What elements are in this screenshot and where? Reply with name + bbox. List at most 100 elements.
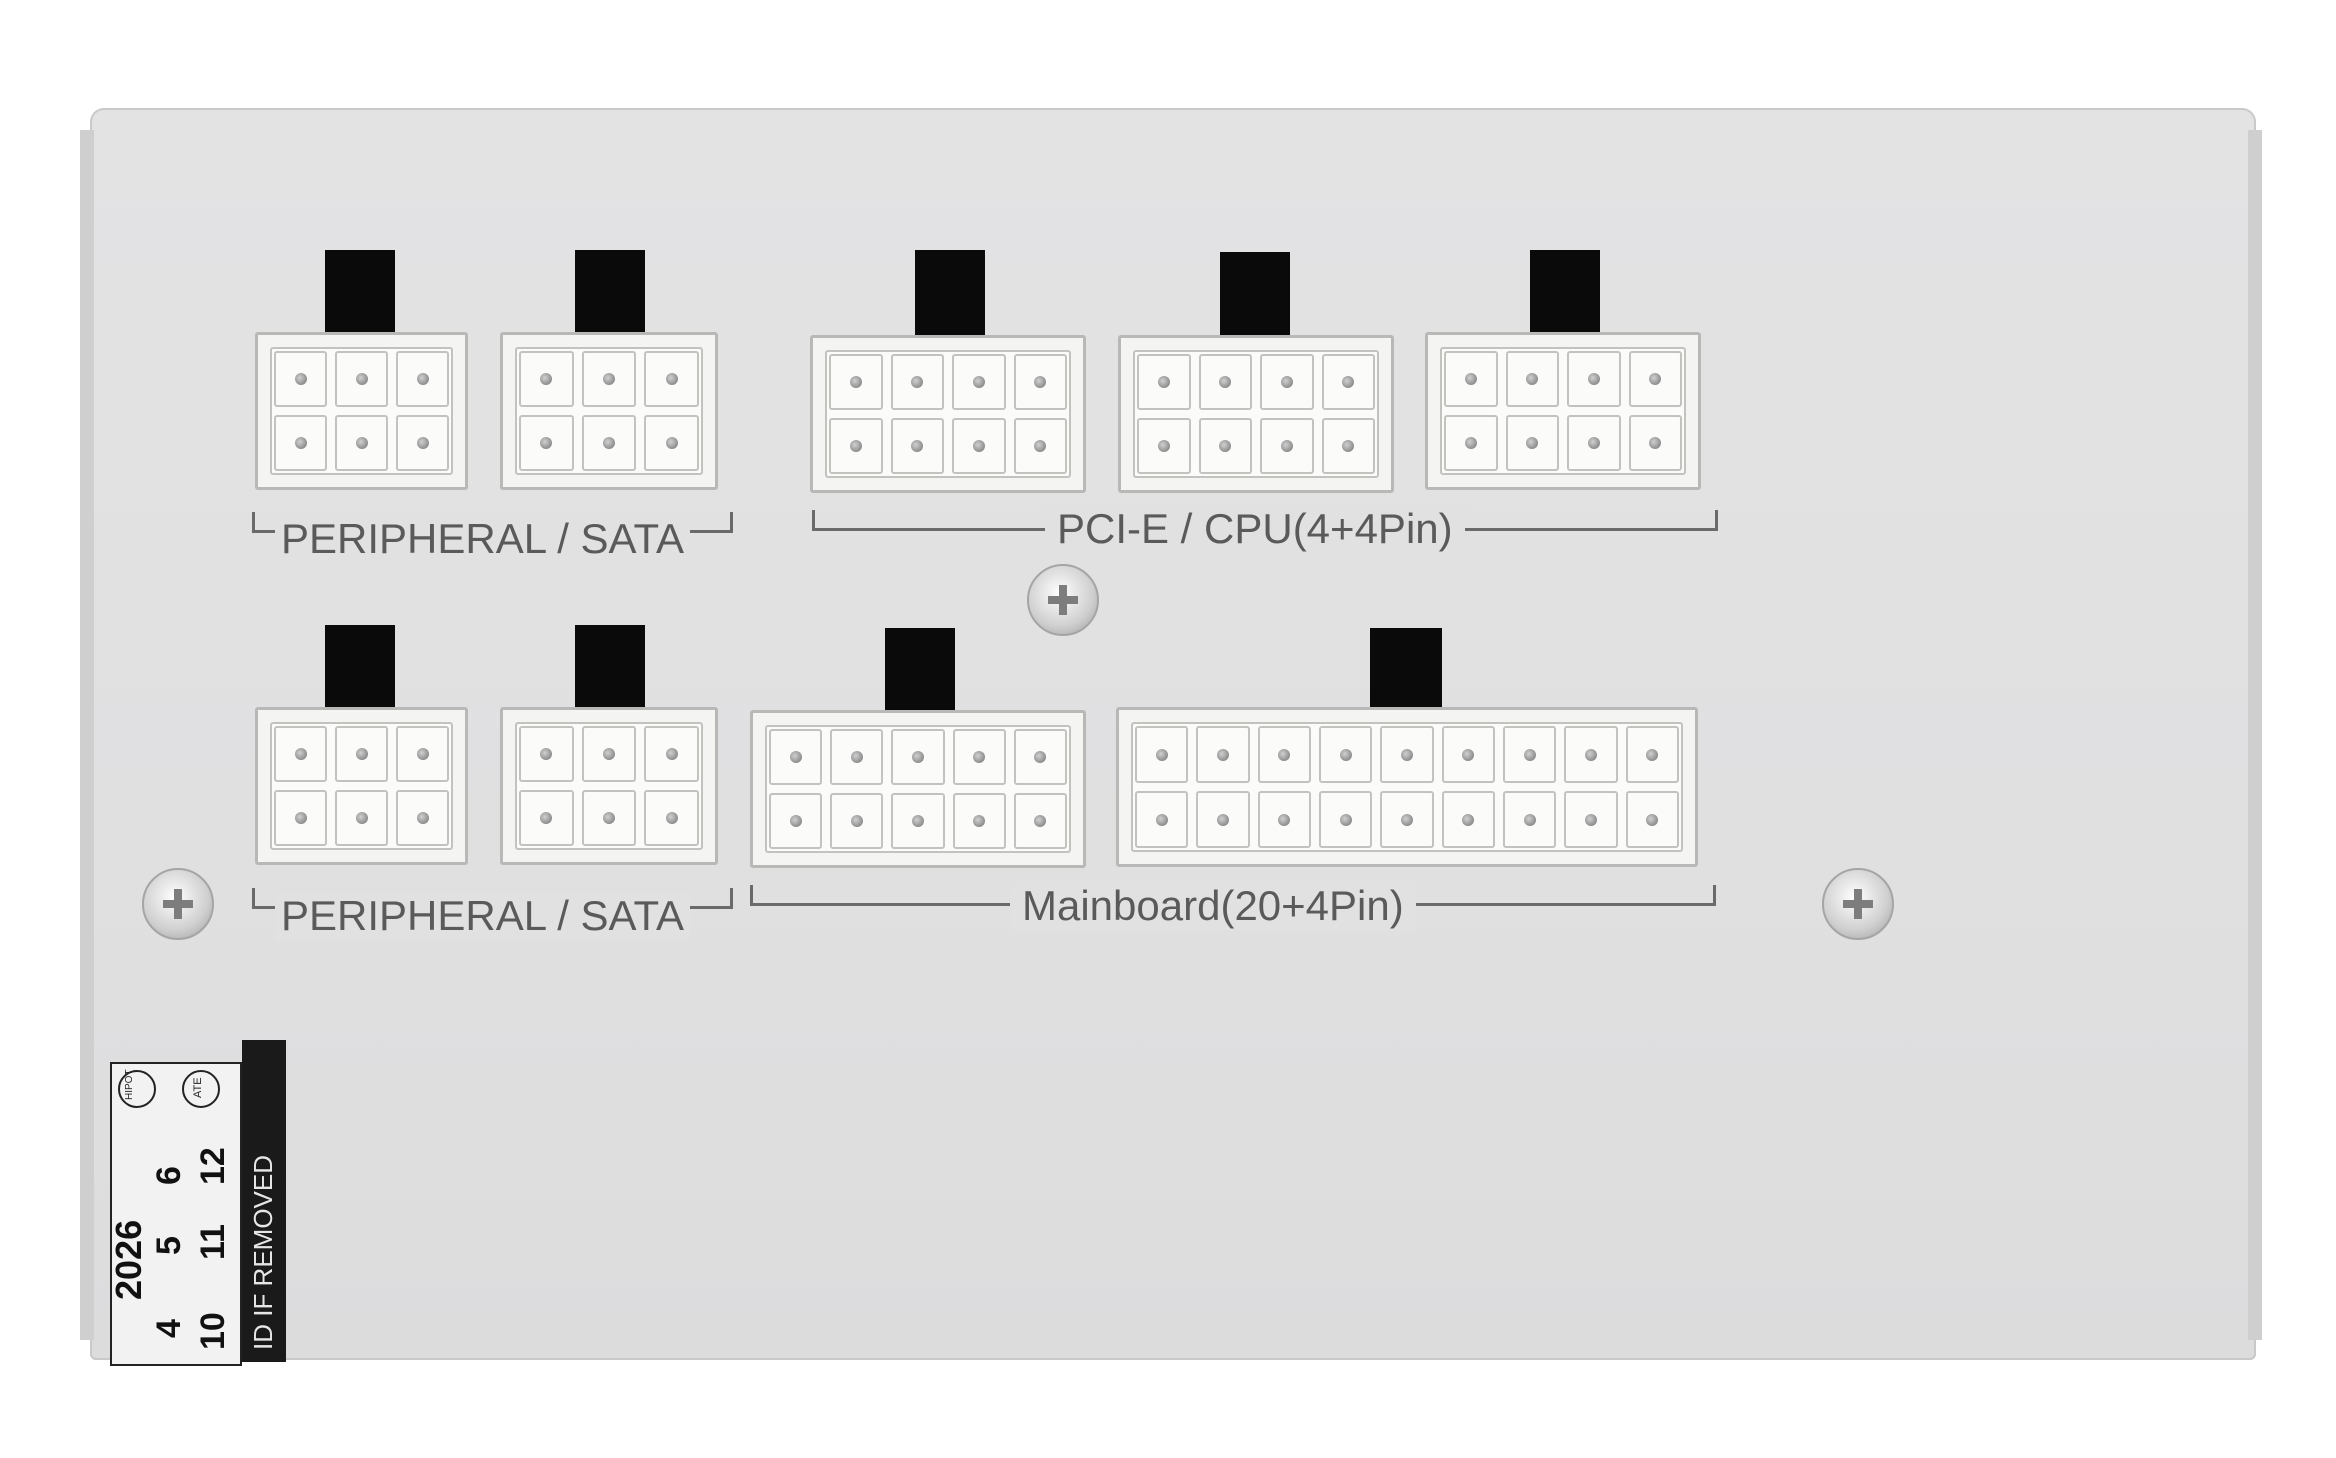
connector-pin (1217, 748, 1229, 761)
connector-pin (1401, 748, 1413, 761)
connector-pin (1649, 437, 1662, 449)
connector-pin (849, 376, 862, 388)
connector-pin (1219, 376, 1232, 388)
connector-pin (1157, 440, 1170, 452)
connector-pin (1646, 813, 1659, 826)
connector-pin (603, 437, 615, 449)
connector-pin (416, 437, 429, 449)
connector-pin (603, 748, 615, 760)
connector-pin (1342, 376, 1355, 388)
sticker-month-5: 5 (150, 1236, 188, 1255)
connector-pin (355, 748, 368, 760)
connector-latch (885, 628, 955, 718)
connector-pin (1339, 748, 1352, 761)
connector-pin (355, 373, 368, 385)
connector-pin (416, 812, 429, 824)
connector-pin (1155, 748, 1168, 761)
connector-pin (1523, 813, 1536, 826)
panel-right-edge (2248, 130, 2262, 1340)
connector-pin (1462, 813, 1475, 826)
connector-pin (912, 751, 924, 763)
left-screw (142, 868, 214, 940)
connector-pin (540, 748, 553, 760)
connector-pin (1278, 748, 1291, 761)
connector-pin (1034, 376, 1047, 388)
connector-pin (1278, 813, 1291, 826)
mainboard-label: Mainboard(20+4Pin) (1010, 882, 1416, 930)
connector-pin (1464, 373, 1477, 385)
connector-pin (1526, 437, 1539, 449)
connector-pin-socket (890, 418, 944, 474)
connector-pin-socket (1198, 418, 1252, 474)
connector-pin (1462, 748, 1475, 761)
connector-pin (1034, 440, 1047, 452)
connector-pin (1523, 748, 1536, 761)
connector-pin-socket (1013, 793, 1067, 849)
connector-pin (1155, 813, 1168, 826)
connector-latch (1530, 250, 1600, 338)
connector-pin (789, 815, 802, 827)
connector-pin-socket (1441, 726, 1495, 783)
connector-latch (575, 250, 645, 340)
connector-pin (665, 748, 678, 760)
void-seal-strip (242, 1040, 286, 1362)
connector-pin (540, 812, 553, 824)
right-screw (1822, 868, 1894, 940)
connector-pin-socket (274, 726, 327, 782)
connector-latch (1220, 252, 1290, 340)
connector-pin (1339, 813, 1352, 826)
connector-pin-socket (581, 726, 637, 782)
ate-label: ATE (192, 1077, 204, 1098)
connector-pin (1342, 440, 1355, 452)
connector-pin (1585, 748, 1597, 761)
sticker-month-11: 11 (194, 1224, 232, 1260)
sticker-month-4: 4 (150, 1319, 188, 1338)
connector-pin-socket (644, 726, 699, 782)
connector-pin-socket (644, 790, 699, 846)
connector-latch (325, 625, 395, 715)
connector-latch (915, 250, 985, 340)
connector-pin (665, 373, 678, 385)
qc-date-sticker (110, 1062, 242, 1366)
sticker-month-6: 6 (150, 1166, 188, 1185)
connector-pin-socket (1196, 726, 1250, 783)
connector-pin (1219, 440, 1232, 452)
connector-pin (355, 437, 368, 449)
connector-pin (416, 373, 429, 385)
connector-pin (603, 373, 615, 385)
peripheral-sata-label-bottom: PERIPHERAL / SATA (275, 892, 690, 940)
connector-pin (416, 748, 429, 760)
connector-pin (294, 812, 307, 824)
sticker-month-12: 12 (194, 1147, 232, 1185)
connector-pin (911, 376, 924, 388)
connector-pin-socket (1503, 791, 1557, 848)
connector-pin (294, 437, 307, 449)
connector-pin (1157, 376, 1170, 388)
connector-pin (1401, 813, 1413, 826)
connector-pin (603, 812, 615, 824)
connector-pin (1217, 813, 1229, 826)
hipot-label: HIPOT (124, 1069, 135, 1100)
connector-pin-socket (1441, 791, 1495, 848)
connector-pin (849, 440, 862, 452)
connector-pin (850, 751, 863, 763)
connector-pin (912, 815, 924, 827)
panel-left-edge (80, 130, 94, 1340)
connector-pin (1280, 440, 1293, 452)
sticker-year: 2026 (108, 1219, 149, 1300)
connector-pin (911, 440, 924, 452)
connector-pin (1526, 373, 1539, 385)
ate-stamp (182, 1070, 220, 1108)
connector-pin (972, 376, 985, 388)
connector-pin-socket (519, 726, 574, 782)
connector-latch (325, 250, 395, 340)
connector-pin (540, 373, 553, 385)
connector-pin (973, 751, 986, 763)
hipot-stamp (118, 1070, 156, 1108)
connector-pin (540, 437, 553, 449)
connector-latch (575, 625, 645, 715)
connector-pin (1280, 376, 1293, 388)
connector-pin (1585, 813, 1597, 826)
center-screw (1027, 564, 1099, 636)
connector-pin (665, 437, 678, 449)
